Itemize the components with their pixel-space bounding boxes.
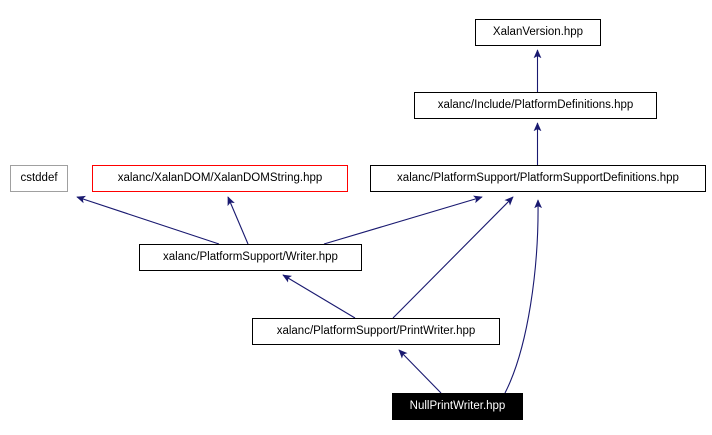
- node-platformdefinitions-hpp[interactable]: xalanc/Include/PlatformDefinitions.hpp: [414, 92, 657, 119]
- edge-printwriter-platformsupportdefinitions: [392, 196, 514, 319]
- node-writer-hpp[interactable]: xalanc/PlatformSupport/Writer.hpp: [139, 244, 362, 271]
- node-label: xalanc/XalanDOM/XalanDOMString.hpp: [117, 171, 323, 184]
- edge-writer-xalandomstring: [227, 196, 249, 245]
- edge-writer-platformsupportdefinitions: [323, 195, 483, 245]
- node-cstddef[interactable]: cstddef: [10, 165, 68, 192]
- edge-writer-cstddef: [76, 195, 220, 245]
- node-label: NullPrintWriter.hpp: [409, 399, 506, 412]
- node-label: XalanVersion.hpp: [492, 25, 584, 38]
- node-label: xalanc/PlatformSupport/PlatformSupportDe…: [397, 171, 679, 184]
- node-nullprintwriter-hpp[interactable]: NullPrintWriter.hpp: [392, 393, 523, 420]
- node-printwriter-hpp[interactable]: xalanc/PlatformSupport/PrintWriter.hpp: [252, 318, 500, 345]
- node-label: xalanc/PlatformSupport/PrintWriter.hpp: [276, 324, 476, 337]
- node-platformsupportdefinitions-hpp[interactable]: xalanc/PlatformSupport/PlatformSupportDe…: [370, 165, 706, 192]
- node-xalanversion-hpp[interactable]: XalanVersion.hpp: [475, 19, 601, 46]
- node-label: xalanc/Include/PlatformDefinitions.hpp: [437, 98, 634, 111]
- node-label: xalanc/PlatformSupport/Writer.hpp: [163, 250, 338, 263]
- node-xalandomstring-hpp[interactable]: xalanc/XalanDOM/XalanDOMString.hpp: [92, 165, 348, 192]
- edge-printwriter-writer: [282, 274, 356, 319]
- node-label: cstddef: [20, 171, 58, 184]
- edge-nullprintwriter-platformsupportdefinitions: [504, 199, 543, 394]
- edge-nullprintwriter-printwriter: [398, 349, 442, 394]
